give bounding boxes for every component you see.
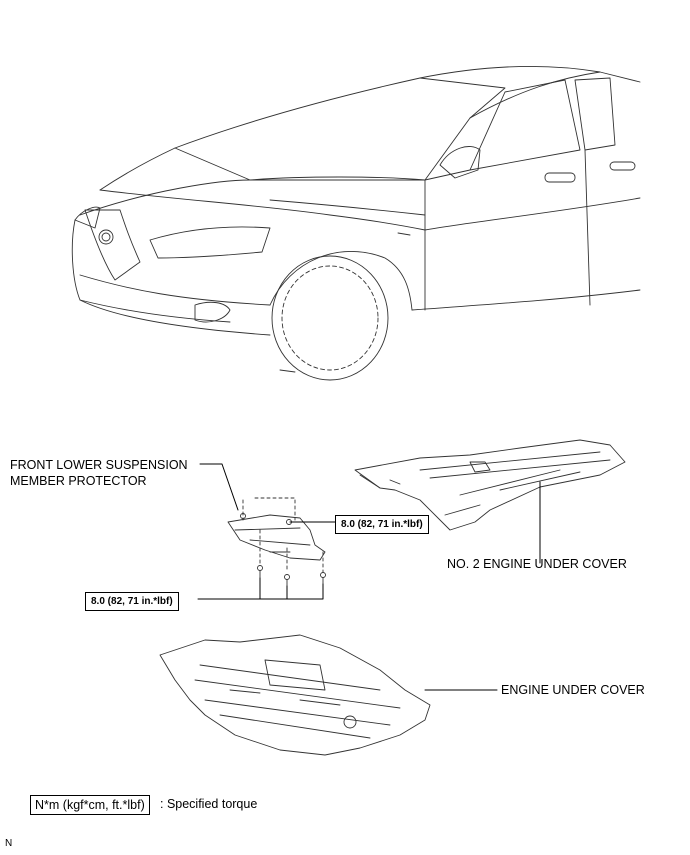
- engine-under-cover-part: [159, 634, 431, 756]
- torque-spec-lower: 8.0 (82, 71 in.*lbf): [85, 592, 179, 611]
- torque-unit-legend-box: N*m (kgf*cm, ft.*lbf): [30, 795, 150, 815]
- car-illustration: [71, 65, 641, 381]
- torque-spec-upper: 8.0 (82, 71 in.*lbf): [335, 515, 429, 534]
- front-lower-suspension-member-protector-part: [227, 497, 326, 587]
- front-lower-protector-label-line2: MEMBER PROTECTOR: [10, 474, 147, 488]
- no2-engine-under-cover-label: NO. 2 ENGINE UNDER COVER: [447, 557, 627, 571]
- engine-under-cover-label: ENGINE UNDER COVER: [501, 683, 645, 697]
- front-lower-protector-label-line1: FRONT LOWER SUSPENSION: [10, 458, 188, 472]
- figure-code: N: [5, 838, 13, 849]
- leader-lines: [197, 463, 541, 691]
- torque-legend-description: : Specified torque: [160, 797, 258, 811]
